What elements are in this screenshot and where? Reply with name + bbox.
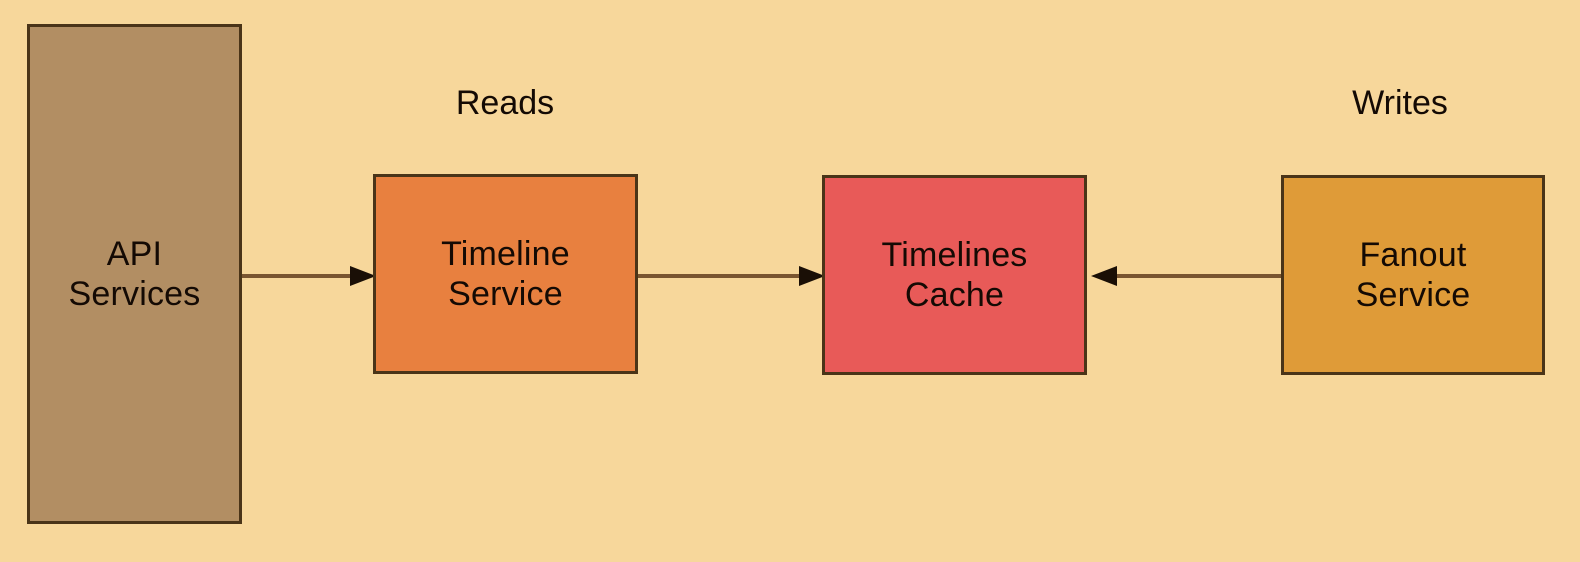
label-writes: Writes <box>1352 84 1448 122</box>
node-api-services-label: API Services <box>68 234 201 313</box>
arrow-timeline-service-to-timelines-cache <box>636 261 825 291</box>
arrow-fanout-service-to-timelines-cache <box>1084 261 1284 291</box>
node-fanout-service[interactable]: Fanout Service <box>1281 175 1545 375</box>
label-reads: Reads <box>455 84 555 122</box>
node-api-services[interactable]: API Services <box>27 24 242 524</box>
node-timeline-service-label: Timeline Service <box>441 234 570 313</box>
node-fanout-service-label: Fanout Service <box>1355 235 1471 314</box>
node-timelines-cache[interactable]: Timelines Cache <box>822 175 1087 375</box>
node-timeline-service[interactable]: Timeline Service <box>373 174 638 374</box>
node-timelines-cache-label: Timelines Cache <box>881 235 1028 314</box>
arrow-api-services-to-timeline-service <box>240 261 376 291</box>
